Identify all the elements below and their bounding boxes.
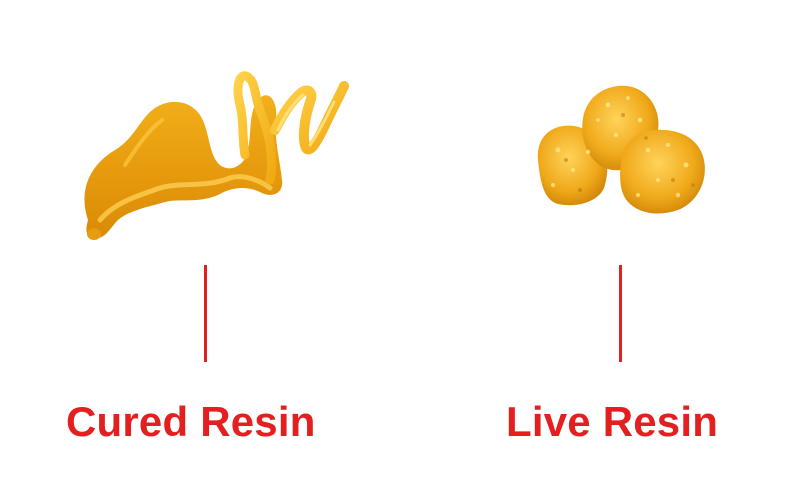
- cured-resin-image: [84, 71, 349, 240]
- live-resin-image: [537, 85, 705, 214]
- cured-resin-panel: Cured Resin: [66, 71, 349, 445]
- cured-resin-divider: [204, 265, 207, 362]
- live-resin-label: Live Resin: [506, 398, 719, 445]
- live-resin-panel: Live Resin: [410, 0, 800, 500]
- cured-resin-label: Cured Resin: [66, 398, 316, 445]
- live-resin-divider: [619, 265, 622, 362]
